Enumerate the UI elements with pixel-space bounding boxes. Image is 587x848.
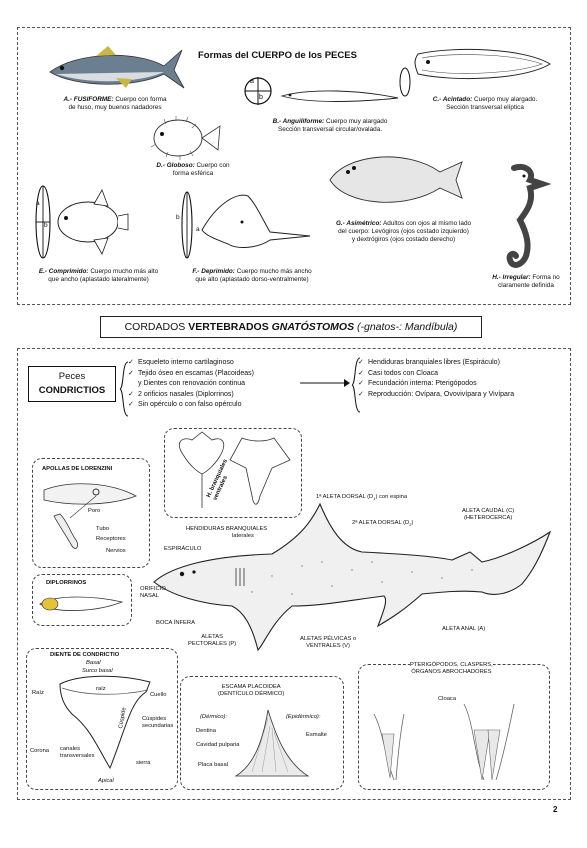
peces-label: Peces xyxy=(58,371,86,382)
check-item: ✓Reproducción: Ovípara, Ovovivípara y Vi… xyxy=(358,390,515,398)
body-forms-title: Formas del CUERPO de los PECES xyxy=(198,50,357,61)
pufferfish-illustration xyxy=(150,116,221,160)
ampollas-box xyxy=(32,458,150,568)
body-forms-panel xyxy=(17,27,571,305)
scale-illustration xyxy=(234,709,310,777)
label-segunda-dorsal: 2ª ALETA DORSAL (D2) xyxy=(352,520,414,528)
eel-axis-b: b xyxy=(259,94,263,101)
pterigopodos-illustration xyxy=(373,703,515,781)
check-item: ✓Esqueleto interno cartilaginoso xyxy=(128,359,234,366)
label-anal: ALETA ANAL (A) xyxy=(442,626,486,632)
check-item: ✓Tejido óseo en escamas (Placoideas) xyxy=(128,369,254,377)
bracket xyxy=(119,361,129,417)
escama-box xyxy=(180,676,344,790)
diente-box xyxy=(26,648,178,790)
check-item: ✓2 orificios nasales (Diplorrinos) xyxy=(128,390,234,398)
depressed-axis-a: a xyxy=(196,226,200,233)
check-item: y Dientes con renovación continua xyxy=(138,380,246,387)
asimetrico-caption: G.- Asimétrico: Adultos con ojos al mism… xyxy=(335,220,472,243)
ampollas-illustration xyxy=(43,483,137,549)
diente-cuello: Cuello xyxy=(150,692,167,698)
arrow-right xyxy=(300,379,350,387)
label-espiraculo: ESPIRÁCULO xyxy=(164,546,202,552)
escama-dermico: (Dérmico): xyxy=(200,714,228,720)
sunfish-illustration xyxy=(57,189,129,255)
eel-illustration xyxy=(280,90,399,102)
diente-raiz-outer: Raíz xyxy=(32,690,44,696)
escama-epidermico: (Epidérmico): xyxy=(286,714,321,720)
ribbon-fish-illustration xyxy=(414,48,551,80)
cloaca-label: Cloaca xyxy=(438,696,457,702)
eel-section-icon xyxy=(244,77,272,105)
left-checklist: ✓Esqueleto interno cartilaginoso ✓Tejido… xyxy=(128,358,254,411)
ribbon-section-icon xyxy=(399,67,411,97)
condrictios-title-box: Peces CONDRICTIOS xyxy=(28,366,116,402)
pterigopodos-title: PTERIGÓPODOS, CLASPERS,ÓRGANOS ABROCHADO… xyxy=(410,662,493,676)
escama-title: ESCAMA PLACOIDEA(DENTÍCULO DÉRMICO) xyxy=(218,684,285,697)
ampollas-tubo: Tubo xyxy=(96,526,109,532)
chondrichthyes-panel xyxy=(17,348,571,800)
diente-title: DIENTE DE CONDRICTIO xyxy=(50,652,120,658)
ventral-rays-illustration xyxy=(179,431,291,508)
diente-surco: Surco basal xyxy=(82,668,113,674)
diplorrinos-title: DIPLORRINOS xyxy=(46,580,87,586)
shark-illustration xyxy=(153,502,552,652)
flatfish-illustration xyxy=(329,156,463,203)
label-primera-dorsal: 1ª ALETA DORSAL (D1) con espina xyxy=(316,494,408,502)
tuna-illustration xyxy=(49,46,185,89)
bracket-right xyxy=(351,357,361,413)
diente-basal: Basal xyxy=(86,660,101,666)
diente-raiz-inner: raíz xyxy=(96,686,106,692)
ampollas-nervios: Nervios xyxy=(106,548,126,554)
label-caudal: ALETA CAUDAL (C)(HETEROCERCA) xyxy=(462,508,515,521)
condrictios-label: CONDRICTIOS xyxy=(38,385,106,396)
diplorrinos-illustration xyxy=(39,596,124,611)
ventral-gills-box xyxy=(164,428,302,518)
compressed-axis-b: b xyxy=(44,222,48,229)
check-item: ✓Hendiduras branquiales libres (Espirácu… xyxy=(358,359,500,366)
check-item: ✓Casi todos con Cloaca xyxy=(358,369,439,377)
ampollas-receptores: Receptores xyxy=(96,536,126,542)
diplorrinos-box xyxy=(32,574,132,626)
page-number: 2 xyxy=(553,805,558,814)
eel-axis-a: a xyxy=(250,78,254,85)
escama-cavidad: Cavidad pulparia xyxy=(196,742,240,748)
escama-esmalte: Esmalte xyxy=(306,732,327,738)
depressed-section-icon xyxy=(181,191,193,259)
compressed-axis-a: a xyxy=(36,200,40,207)
tooth-illustration xyxy=(59,675,151,770)
label-boca: BOCA ÍNFERA xyxy=(156,620,195,626)
acintado-caption: C.- Acintado: Cuerpo muy alargado.Secció… xyxy=(432,96,538,111)
seahorse-illustration xyxy=(506,164,552,268)
escama-dentina: Dentina xyxy=(196,728,216,734)
depressed-axis-b: b xyxy=(176,214,180,221)
section-banner: CORDADOS VERTEBRADOS GNATÓSTOMOS (-gnato… xyxy=(100,316,482,338)
ray-illustration xyxy=(201,194,311,248)
check-item: ✓Sin opérculo o con falso opérculo xyxy=(128,401,242,408)
compressed-section-icon xyxy=(35,185,51,259)
diente-apical: Apical xyxy=(98,778,114,784)
ampollas-title: APOLLAS DE LORENZINI xyxy=(42,466,113,472)
ampollas-poro: Poro xyxy=(88,508,101,514)
check-item: ✓Fecundación interna: Pterigópodos xyxy=(358,380,477,387)
diente-sierra: sierra xyxy=(136,760,151,766)
right-checklist: ✓Hendiduras branquiales libres (Espirácu… xyxy=(358,358,514,400)
diente-corona: Corona xyxy=(30,748,50,754)
escama-placa: Placa basal xyxy=(198,762,228,768)
